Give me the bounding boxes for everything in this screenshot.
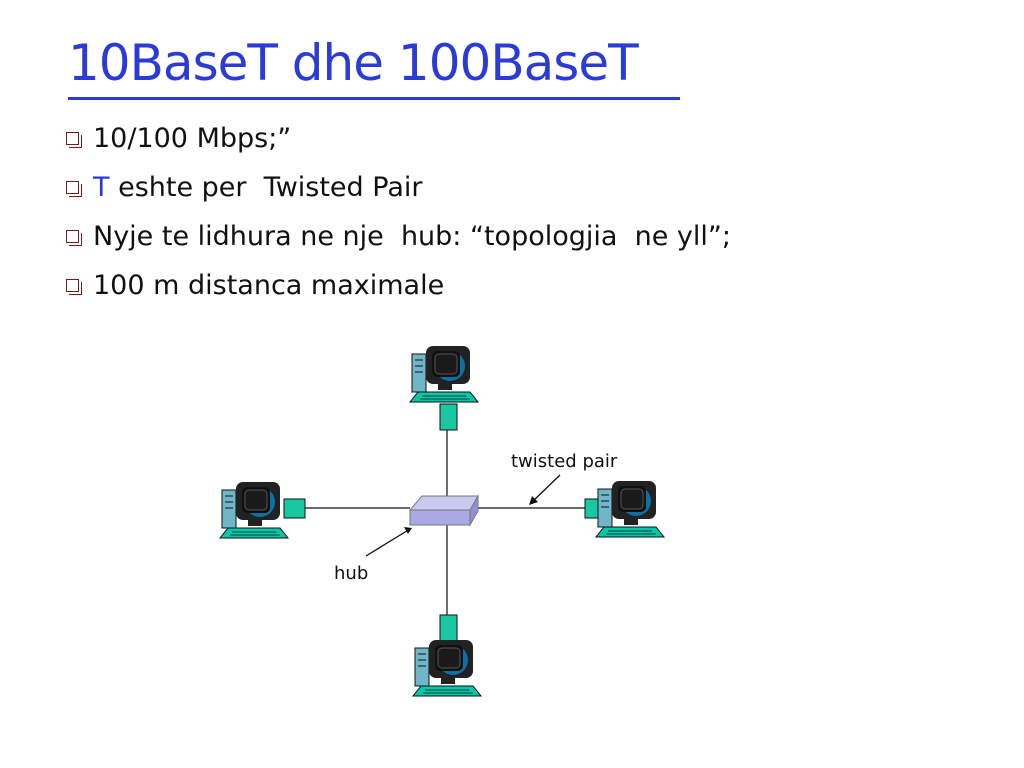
bullet-text: Nyje te lidhura ne nje hub: “topologjia … (93, 221, 731, 252)
bullet-text: 10/100 Mbps;” (93, 123, 292, 154)
desktop-computer-icon (409, 345, 479, 403)
desktop-computer-icon (412, 639, 482, 697)
desktop-computer-icon (595, 480, 665, 538)
rj45-connector-icon (283, 498, 306, 519)
bullet-item: Nyje te lidhura ne nje hub: “topologjia … (66, 212, 731, 261)
slide-title: 10BaseT dhe 100BaseT (68, 34, 639, 92)
square-bullet-icon (66, 279, 82, 295)
network-hub-icon (408, 494, 479, 527)
title-underline (68, 97, 680, 100)
hub-label: hub (334, 563, 368, 584)
rj45-connector-icon (439, 614, 458, 642)
bullet-text: eshte per Twisted Pair (109, 172, 423, 203)
bullet-item: 100 m distanca maximale (66, 261, 731, 310)
bullet-text: 100 m distanca maximale (93, 270, 445, 301)
bullet-item: 10/100 Mbps;” (66, 114, 731, 163)
bullet-item: T eshte per Twisted Pair (66, 163, 731, 212)
twisted-pair-label: twisted pair (511, 451, 618, 472)
square-bullet-icon (66, 181, 82, 197)
desktop-computer-icon (219, 481, 289, 539)
bullet-list: 10/100 Mbps;” T eshte per Twisted Pair N… (66, 114, 731, 310)
square-bullet-icon (66, 132, 82, 148)
twisted-pair-arrow-icon (529, 474, 561, 505)
rj45-connector-icon (439, 403, 458, 431)
square-bullet-icon (66, 230, 82, 246)
bullet-accent-letter: T (93, 172, 110, 203)
hub-arrow-icon (365, 527, 412, 557)
